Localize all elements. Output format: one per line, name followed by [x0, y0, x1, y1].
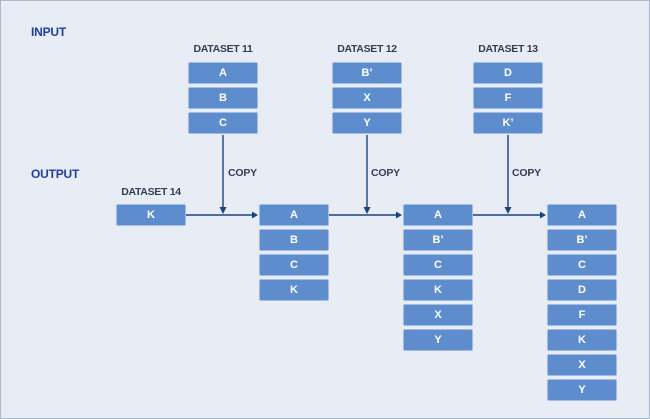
- dataset-box: A: [403, 204, 473, 226]
- dataset-box: B’: [403, 229, 473, 251]
- dataset-box: X: [403, 304, 473, 326]
- output-section-label: OUTPUT: [31, 167, 80, 181]
- flow-arrowhead-right-3: [540, 211, 546, 219]
- copy-label-2: COPY: [371, 167, 400, 179]
- flow-arrowhead-right-2: [396, 211, 402, 219]
- input-section-label: INPUT: [31, 25, 67, 39]
- dataset-box: A: [188, 62, 258, 84]
- dataset-box: F: [473, 87, 543, 109]
- copy-arrowhead-down-1: [219, 207, 227, 214]
- dataset-box: Y: [332, 112, 402, 134]
- dataset-box: K: [403, 279, 473, 301]
- dataset-box: X: [332, 87, 402, 109]
- dataset-box: K: [259, 279, 329, 301]
- dataset-box: C: [403, 254, 473, 276]
- dataset-box: B: [259, 229, 329, 251]
- dataset-box: Y: [547, 379, 617, 401]
- dataset-box: B’: [332, 62, 402, 84]
- dataset-box: X: [547, 354, 617, 376]
- dataset-box: Y: [403, 329, 473, 351]
- dataset-12-title: DATASET 12: [337, 43, 397, 55]
- dataset-box: F: [547, 304, 617, 326]
- copy-label-1: COPY: [228, 167, 257, 179]
- flow-arrowhead-right-1: [252, 211, 258, 219]
- dataset-14-title: DATASET 14: [121, 186, 181, 198]
- copy-label-3: COPY: [512, 167, 541, 179]
- dataset-11-title: DATASET 11: [193, 43, 253, 55]
- dataset-box: A: [547, 204, 617, 226]
- dataset-box: B: [188, 87, 258, 109]
- dataset-box: C: [188, 112, 258, 134]
- dataset-box: A: [259, 204, 329, 226]
- dataset-box: K’: [473, 112, 543, 134]
- dataset-box: C: [547, 254, 617, 276]
- dataset-box: D: [473, 62, 543, 84]
- dataset-box: C: [259, 254, 329, 276]
- dataset-14-stack: K: [116, 204, 186, 226]
- copy-arrowhead-down-2: [363, 207, 371, 214]
- dataset-box: K: [116, 204, 186, 226]
- dataset-box: B’: [547, 229, 617, 251]
- copy-arrowhead-down-3: [504, 207, 512, 214]
- dataset-box: K: [547, 329, 617, 351]
- dataset-box: D: [547, 279, 617, 301]
- dataset-13-title: DATASET 13: [478, 43, 538, 55]
